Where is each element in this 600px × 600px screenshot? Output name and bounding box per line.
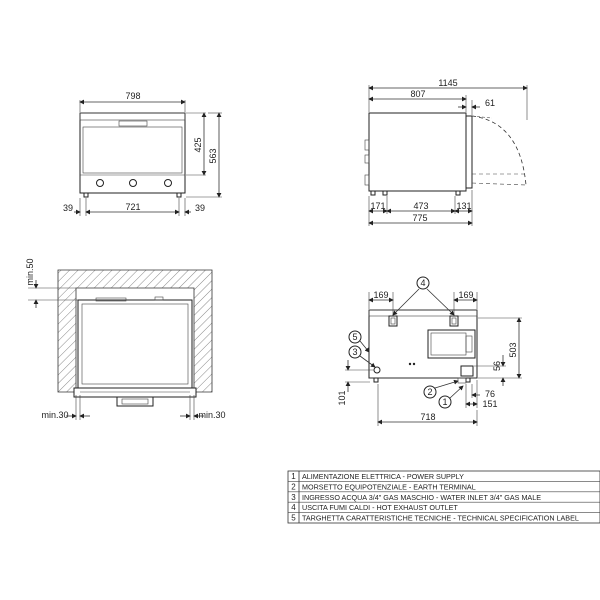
dim-front-height-body: 425 — [193, 137, 203, 152]
dim-front-width: 798 — [125, 91, 140, 101]
legend-text-5: TARGHETTA CARATTERISTICHE TECNICHE - TEC… — [302, 514, 579, 523]
legend-text-4: USCITA FUMI CALDI - HOT EXHAUST OUTLET — [302, 503, 458, 512]
installed-oven-base — [73, 387, 197, 398]
rear-view: 169 169 4 5 3 2 1 503 56 — [337, 276, 522, 426]
dim-rear-503: 503 — [508, 342, 518, 357]
knob-center — [129, 179, 137, 187]
legend-text-1: ALIMENTAZIONE ELETTRICA - POWER SUPPLY — [302, 472, 464, 481]
callout-2 — [423, 385, 437, 399]
dim-side-bottom-mid: 473 — [413, 201, 428, 211]
legend-num-2: 2 — [291, 482, 296, 491]
dim-front-left-offset: 39 — [63, 203, 73, 213]
dim-side-depth-body: 807 — [410, 89, 425, 99]
svg-text:5: 5 — [352, 332, 357, 342]
callout-4 — [416, 276, 430, 290]
power-supply-box — [460, 365, 474, 377]
dim-rear-56: 56 — [492, 361, 502, 371]
dim-min-right: min.30 — [198, 410, 225, 420]
dim-rear-101: 101 — [337, 390, 347, 405]
front-foot-right — [176, 192, 182, 198]
svg-text:2: 2 — [427, 387, 432, 397]
front-view: 798 425 563 39 721 39 — [63, 91, 222, 216]
dim-rear-718: 718 — [420, 412, 435, 422]
front-handle — [118, 120, 148, 127]
water-inlet — [373, 366, 381, 374]
dim-side-bottom-right: 131 — [456, 201, 471, 211]
wall-niche — [57, 269, 213, 393]
dim-side-bottom-total: 775 — [412, 213, 427, 223]
svg-text:1: 1 — [442, 397, 447, 407]
dim-rear-left: 169 — [373, 290, 388, 300]
dim-min-left: min.30 — [41, 410, 68, 420]
installation-view: min.50 min.30 min.30 — [25, 258, 226, 420]
front-door-glass — [82, 126, 183, 174]
legend-table: 1 ALIMENTAZIONE ELETTRICA - POWER SUPPLY… — [287, 470, 600, 524]
electrical-box — [427, 329, 476, 359]
installed-oven-handle — [116, 396, 154, 407]
exhaust-outlet-right — [449, 315, 459, 327]
callout-5 — [348, 330, 362, 344]
legend-num-1: 1 — [291, 472, 296, 481]
legend-num-5: 5 — [291, 514, 296, 523]
door-swing-arc — [471, 115, 527, 186]
svg-text:3: 3 — [352, 347, 357, 357]
dim-front-feet-span: 721 — [125, 202, 140, 212]
dim-min-top: min.50 — [25, 258, 35, 285]
side-door — [465, 115, 473, 189]
legend-text-3: INGRESSO ACQUA 3/4" GAS MASCHIO - WATER … — [302, 493, 541, 502]
front-foot-left — [83, 192, 89, 198]
dim-rear-76: 76 — [485, 389, 495, 399]
dim-front-right-offset: 39 — [195, 203, 205, 213]
knob-left — [96, 179, 104, 187]
legend-num-4: 4 — [291, 503, 296, 512]
knob-right — [164, 179, 172, 187]
side-body — [368, 112, 467, 192]
installed-oven-body — [77, 299, 193, 389]
dim-side-depth-total: 1145 — [438, 78, 457, 88]
legend-num-3: 3 — [291, 493, 296, 502]
svg-text:4: 4 — [420, 278, 425, 288]
front-top-band — [79, 112, 186, 121]
callout-1 — [438, 395, 452, 409]
dim-side-bottom-left: 171 — [370, 201, 385, 211]
dim-side-door: 61 — [485, 98, 495, 108]
exhaust-outlet-left — [388, 315, 398, 327]
dim-front-height-total: 563 — [208, 148, 218, 163]
dim-rear-right: 169 — [458, 290, 473, 300]
side-view: 1145 807 61 171 473 131 775 — [364, 78, 528, 226]
callout-3 — [348, 345, 362, 359]
dim-rear-151: 151 — [482, 399, 497, 409]
legend-text-2: MORSETTO EQUIPOTENZIALE - EARTH TERMINAL — [302, 482, 476, 491]
